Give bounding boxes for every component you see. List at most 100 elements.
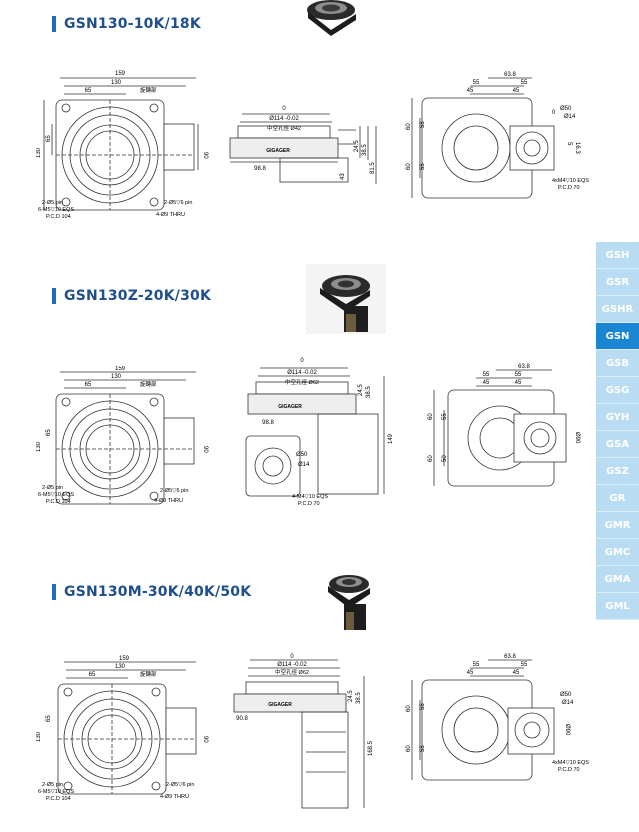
- dim-55b: 55: [515, 372, 522, 378]
- nav-item-gma[interactable]: GMA: [596, 566, 639, 593]
- dim-45b: 45: [513, 670, 520, 676]
- title-bar: [52, 16, 56, 32]
- dim-168-5: 168.5: [368, 740, 374, 756]
- dim-side-65: 65: [46, 715, 52, 722]
- dim-65: 65: [89, 672, 96, 678]
- note-thru: 4-Ø9 THRU: [160, 794, 189, 800]
- section-title-text-2: GSN130Z-20K/30K: [64, 288, 212, 304]
- dim-114: Ø114 -0.02: [287, 370, 317, 376]
- brand-label: GIGAGER: [266, 148, 290, 154]
- note-bolts: 6-M5▽10 EQS: [38, 492, 74, 498]
- dim-24-5: 24.5: [354, 140, 360, 152]
- note-pcd: P.C.D 104: [46, 214, 71, 220]
- dim-side-65: 65: [46, 135, 52, 142]
- top-view-1: 63.8 55 45 55 45 60 55 55 60 0 Ø50 Ø14 5…: [406, 72, 589, 199]
- dim-55: 55: [483, 372, 490, 378]
- dim-side-90: 90: [202, 736, 208, 743]
- dim-side-90: 90: [202, 152, 208, 159]
- dim-149: 149: [388, 433, 394, 444]
- note-pin2: 2-Ø5▽6 pin: [166, 782, 194, 788]
- dim-43: 43: [340, 173, 346, 180]
- section-title-3: GSN130M-30K/40K/50K: [52, 584, 251, 600]
- key-16-3: 16.3: [574, 142, 580, 154]
- key-5: 5: [566, 142, 572, 146]
- zero-mark: 0: [282, 106, 286, 112]
- nav-item-gsz[interactable]: GSZ: [596, 458, 639, 485]
- dim-55c: 55: [420, 703, 426, 710]
- dim-159: 159: [119, 656, 130, 662]
- dim-63-8: 63.8: [504, 654, 516, 660]
- nav-item-gsn[interactable]: GSN: [596, 323, 639, 350]
- nav-item-gmc[interactable]: GMC: [596, 539, 639, 566]
- section-title-1: GSN130-10K/18K: [52, 16, 201, 32]
- dim-45: 45: [483, 380, 490, 386]
- note-pcd: P.C.D 104: [46, 499, 71, 505]
- dim-90-8: 90.8: [236, 716, 248, 722]
- note-m4: 4xM4▽10 EQS: [552, 760, 589, 766]
- product-photo-2: [306, 264, 386, 334]
- section-title-2: GSN130Z-20K/30K: [52, 288, 211, 304]
- dim-side-130: 130: [36, 147, 42, 158]
- nav-item-gsr[interactable]: GSR: [596, 269, 639, 296]
- dim-60: 60: [428, 413, 434, 420]
- dim-65: 65: [85, 382, 92, 388]
- dim-24-5: 24.5: [358, 384, 364, 396]
- nav-item-gsg[interactable]: GSG: [596, 377, 639, 404]
- nav-item-gmr[interactable]: GMR: [596, 512, 639, 539]
- note-pin2: 2-Ø5▽6 pin: [164, 200, 192, 206]
- note-pin2: 2-Ø5▽6 pin: [160, 488, 188, 494]
- nav-item-gr[interactable]: GR: [596, 485, 639, 512]
- dim-63-8: 63.8: [518, 364, 530, 370]
- product-photo-3: [328, 575, 370, 630]
- note-pcd70: P.C.D 70: [558, 185, 580, 191]
- dim-50: 50: [442, 455, 448, 462]
- dim-130: 130: [115, 664, 126, 670]
- dim-114: Ø114 -0.02: [277, 662, 307, 668]
- dia-14: Ø14: [564, 114, 576, 120]
- section-title-text-1: GSN130-10K/18K: [64, 16, 201, 32]
- dim-159: 159: [115, 71, 126, 77]
- dia-50: Ø50: [296, 452, 308, 458]
- dim-55d: 55: [420, 163, 426, 170]
- dim-55d: 55: [420, 745, 426, 752]
- dim-60b: 60: [428, 455, 434, 462]
- dim-60b: 60: [406, 745, 412, 752]
- note-pcd: P.C.D 104: [46, 796, 71, 802]
- rotation-label: 旋轉部: [140, 670, 157, 678]
- product-photo-1: [307, 0, 356, 36]
- dia-50: Ø50: [560, 692, 572, 698]
- nav-item-gsb[interactable]: GSB: [596, 350, 639, 377]
- dim-114: Ø114 -0.02: [269, 116, 299, 122]
- nav-item-gml[interactable]: GML: [596, 593, 639, 620]
- front-view-1: 159 130 65 旋轉部 130 65 90 2-Ø5 pin 6-M5▽1…: [36, 71, 208, 220]
- dim-side-65: 65: [46, 429, 52, 436]
- dim-55b: 55: [521, 80, 528, 86]
- dia-90: Ø90: [574, 432, 580, 444]
- dim-side-130: 130: [36, 731, 42, 742]
- nav-item-gshr[interactable]: GSHR: [596, 296, 639, 323]
- hollow-dia: 中空孔徑 Ø62: [285, 378, 319, 386]
- note-bolts: 6-M5▽10 EQS: [38, 789, 74, 795]
- dim-45: 45: [467, 670, 474, 676]
- note-pin: 2-Ø5 pin: [42, 200, 63, 206]
- front-view-3: 159 130 65 旋轉部 130 65 90 2-Ø5 pin 6-M5▽1…: [36, 656, 208, 802]
- note-pin: 2-Ø5 pin: [42, 485, 63, 491]
- dim-65: 65: [85, 88, 92, 94]
- note-pin: 2-Ø5 pin: [42, 782, 63, 788]
- dim-45b: 45: [515, 380, 522, 386]
- dim-130: 130: [111, 374, 122, 380]
- dim-81-5: 81.5: [370, 162, 376, 174]
- dim-98: 98.8: [262, 420, 274, 426]
- dim-98: 98.8: [254, 166, 266, 172]
- nav-item-gsa[interactable]: GSA: [596, 431, 639, 458]
- dim-60b: 60: [406, 163, 412, 170]
- hollow-dia: 中空孔徑 Ø62: [275, 668, 309, 676]
- title-bar: [52, 584, 56, 600]
- note-m4: 4-M4▽10 EQS: [292, 494, 328, 500]
- nav-item-gsh[interactable]: GSH: [596, 242, 639, 269]
- dim-60: 60: [406, 705, 412, 712]
- nav-item-gyh[interactable]: GYH: [596, 404, 639, 431]
- dim-38-5: 38.5: [356, 692, 362, 704]
- dim-side-90: 90: [202, 446, 208, 453]
- dim-55c: 55: [442, 413, 448, 420]
